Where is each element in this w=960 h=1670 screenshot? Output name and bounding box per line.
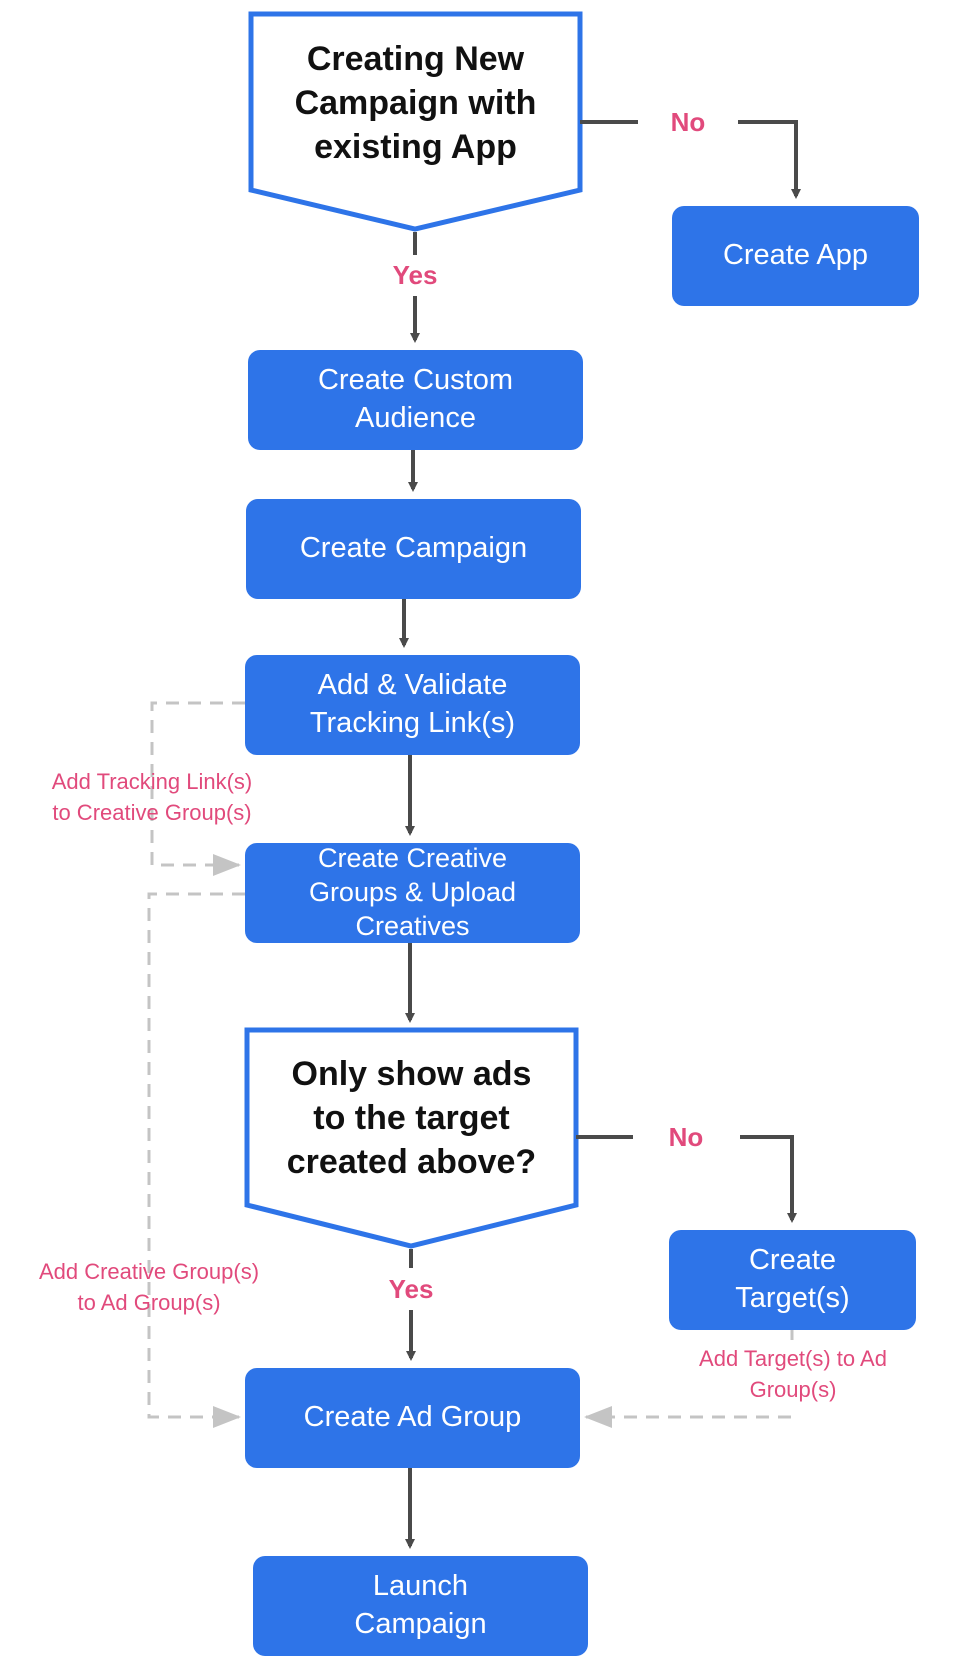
create-app-box xyxy=(672,206,919,306)
create-targets-box xyxy=(669,1230,916,1330)
dashed-creative-to-adgroup xyxy=(147,892,245,1428)
note-tracking-to-creative: Add Tracking Link(s) to Creative Group(s… xyxy=(51,769,253,825)
yes-label-1: Yes xyxy=(392,259,438,290)
note-targets-to-adgroup: Add Target(s) to Ad Group(s) xyxy=(672,1340,914,1410)
create-ad-group-label: Create Ad Group xyxy=(303,1401,522,1434)
no-label-1: No xyxy=(670,106,706,137)
create-custom-audience-label: Create Custom Audience xyxy=(317,364,513,434)
launch-campaign-box xyxy=(253,1556,588,1656)
decision-2-text: Only show ads to the target created abov… xyxy=(286,1054,537,1182)
create-app-label: Create App xyxy=(722,239,869,272)
add-validate-tracking-box xyxy=(245,655,580,755)
arrow-decision2-no xyxy=(740,1135,797,1223)
create-targets-label: Create Target(s) xyxy=(735,1244,850,1314)
launch-campaign-label: Launch Campaign xyxy=(354,1570,487,1640)
dashed-tracking-to-creative xyxy=(150,701,245,876)
decision-2-shape xyxy=(244,1027,579,1249)
create-ad-group-box xyxy=(245,1368,580,1468)
no-label-2: No xyxy=(668,1121,704,1152)
create-campaign-label: Create Campaign xyxy=(299,532,528,565)
yes-label-2: Yes xyxy=(388,1273,434,1304)
create-creative-groups-box xyxy=(245,843,580,943)
add-validate-tracking-label: Add & Validate Tracking Link(s) xyxy=(309,669,516,739)
note-creative-to-adgroup: Add Creative Group(s) to Ad Group(s) xyxy=(38,1259,260,1315)
arrow-decision1-no xyxy=(738,120,801,199)
decision-1-text: Creating New Campaign with existing App xyxy=(294,39,537,167)
create-creative-groups-label: Create Creative Groups & Upload Creative… xyxy=(308,843,517,941)
decision-1-shape xyxy=(248,11,583,232)
create-campaign-box xyxy=(246,499,581,599)
create-custom-audience-box xyxy=(248,350,583,450)
